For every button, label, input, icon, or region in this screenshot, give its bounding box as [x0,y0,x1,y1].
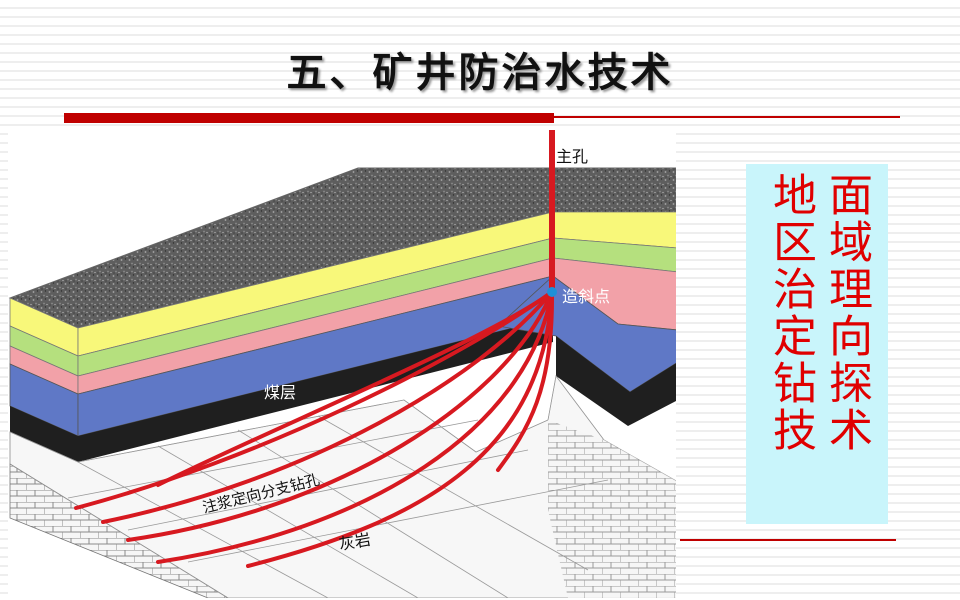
deflection-point-marker [547,287,557,297]
side-text-box: 地区治定钻技 面域理向探术 [746,164,888,524]
branch-hole-2 [74,290,554,510]
branch-hole-5 [156,290,554,564]
side-text-column-1: 地区治定钻技 [765,172,816,454]
decorative-line [680,539,896,541]
label-coal-seam: 煤层 [264,383,296,402]
limestone-right-bricks [548,420,676,598]
right-black [556,336,676,426]
side-text-column-2: 面域理向探术 [821,172,872,454]
branch-hole-3 [101,290,554,524]
black-layer-band [78,318,553,462]
drilling-diagram: 主孔 造斜点 煤层 注浆定向分支钻孔 灰岩 [8,130,676,598]
branch-hole-7 [496,290,555,472]
branch-hole-6 [246,290,554,568]
branch-hole-4 [126,290,554,542]
title-underline-thin [554,116,900,118]
title-underline-thick [64,113,554,123]
label-main-hole: 主孔 [556,147,588,166]
black-layer-front [10,406,78,462]
label-deflection-point: 造斜点 [562,287,610,306]
page-title: 五、矿井防治水技术 [286,50,674,96]
